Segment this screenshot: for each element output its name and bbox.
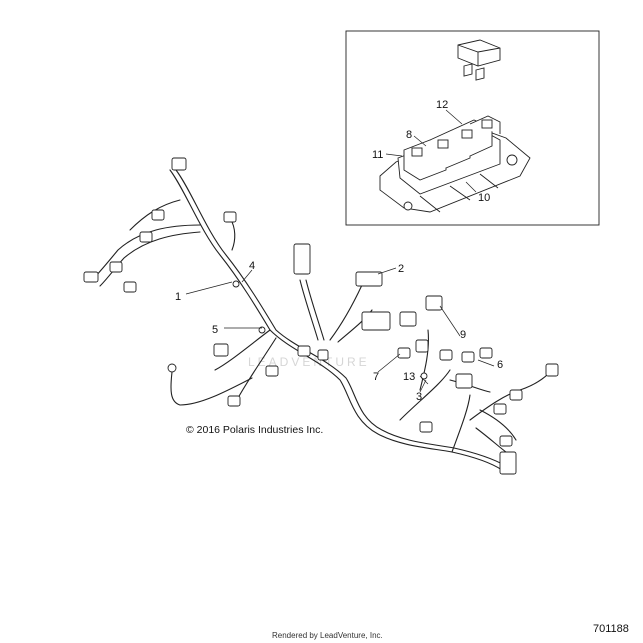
connector-group-right bbox=[397, 295, 559, 475]
fuse-cover-part bbox=[457, 39, 501, 67]
callout-2: 2 bbox=[398, 263, 404, 275]
callout-7: 7 bbox=[373, 371, 379, 383]
callout-12: 12 bbox=[436, 99, 448, 111]
rendered-by-text: Rendered by LeadVenture, Inc. bbox=[272, 631, 383, 640]
callout-4: 4 bbox=[249, 260, 255, 272]
callout-8: 8 bbox=[406, 129, 412, 141]
copyright-text: © 2016 Polaris Industries Inc. bbox=[186, 424, 323, 436]
callout-6: 6 bbox=[497, 359, 503, 371]
callout-13: 13 bbox=[403, 371, 415, 383]
fuse-box-assembly bbox=[379, 115, 531, 213]
callout-1: 1 bbox=[175, 291, 181, 303]
connector-group-center bbox=[167, 243, 391, 407]
diagram-number: 701188 bbox=[593, 623, 629, 635]
watermark-text: LEADVENTURE bbox=[248, 355, 370, 369]
inset-fuse-box-detail bbox=[345, 30, 600, 226]
callout-3: 3 bbox=[416, 391, 422, 403]
callout-leaders bbox=[185, 267, 495, 393]
callout-5: 5 bbox=[212, 324, 218, 336]
connector-group-left bbox=[83, 157, 237, 293]
callout-10: 10 bbox=[478, 192, 490, 204]
fuse-parts bbox=[463, 63, 485, 81]
callout-11: 11 bbox=[372, 149, 383, 161]
wire-harness-drawing bbox=[83, 157, 559, 475]
inset-frame bbox=[345, 30, 600, 226]
callout-9: 9 bbox=[460, 329, 466, 341]
